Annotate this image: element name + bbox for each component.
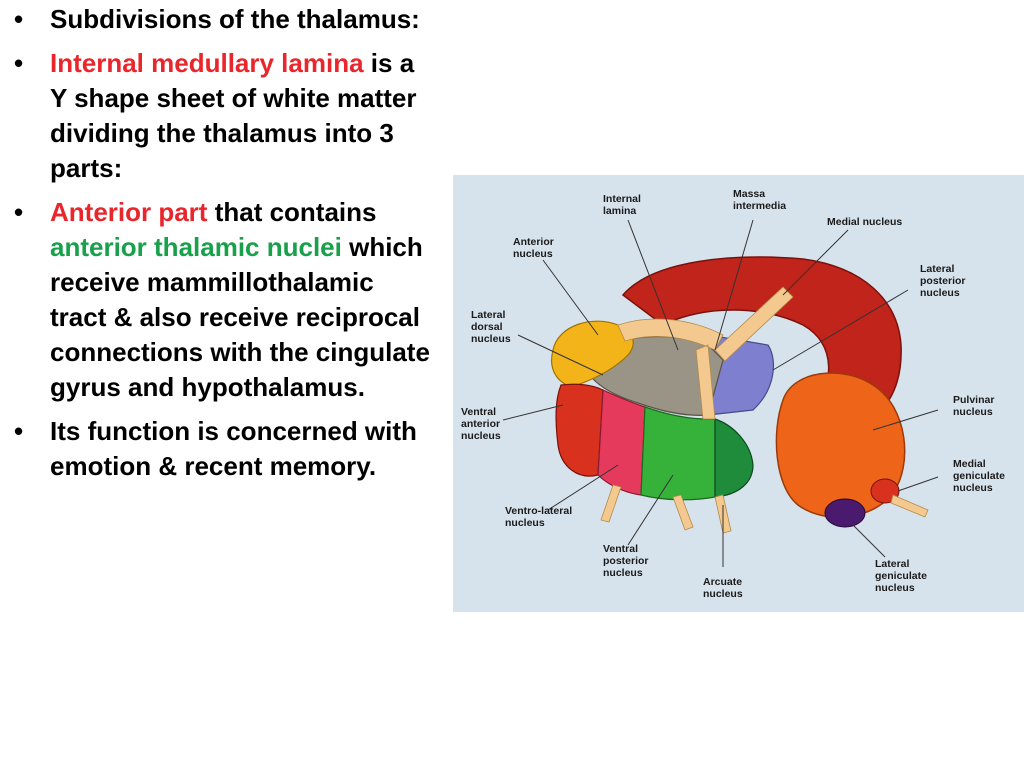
arcuate-shape bbox=[714, 418, 754, 498]
bullet-dot: • bbox=[14, 48, 24, 78]
projection-shape bbox=[890, 494, 929, 518]
bullet-text-segment: Its function is concerned with emotion &… bbox=[50, 416, 417, 481]
bullet-text-segment: Anterior part bbox=[50, 197, 208, 227]
bullet-text-segment: Internal medullary lamina bbox=[50, 48, 364, 78]
bullet-dot: • bbox=[14, 4, 24, 34]
bullet-text-segment: Subdivisions of the thalamus: bbox=[50, 4, 420, 34]
bullet-text-segment: is a Y shape sheet of white matter divid… bbox=[50, 48, 417, 183]
ventral-posterior-shape bbox=[640, 406, 716, 501]
projection-shape bbox=[672, 494, 694, 531]
bullet-item: • Internal medullary lamina is a Y shape … bbox=[14, 46, 434, 186]
bullet-dot: • bbox=[14, 416, 24, 446]
bullet-item: • Its function is concerned with emotion … bbox=[14, 414, 434, 484]
leader-lines bbox=[502, 219, 939, 567]
bullet-text-segment: which receive mammillothalamic tract & a… bbox=[50, 232, 430, 402]
bullet-item: • Anterior part that contains anterior th… bbox=[14, 195, 434, 405]
bullet-text-segment: anterior thalamic nuclei bbox=[50, 232, 342, 262]
bullet-item: • Subdivisions of the thalamus: bbox=[14, 2, 434, 37]
ventral-anterior-shape bbox=[555, 383, 604, 477]
lateral-geniculate-shape bbox=[824, 498, 866, 528]
label-medial-nucleus: Medial nucleus bbox=[827, 216, 902, 228]
internal-lamina-shape bbox=[617, 286, 794, 420]
anterior-nucleus-shape bbox=[550, 320, 634, 388]
bullet-text-segment: that contains bbox=[207, 197, 377, 227]
bullet-dot: • bbox=[14, 197, 24, 227]
ventro-lateral-shape bbox=[597, 389, 646, 496]
bullet-list: • Subdivisions of the thalamus: • Internal … bbox=[14, 2, 434, 493]
projection-shape bbox=[600, 484, 622, 523]
lateral-posterior-shape bbox=[647, 324, 775, 416]
